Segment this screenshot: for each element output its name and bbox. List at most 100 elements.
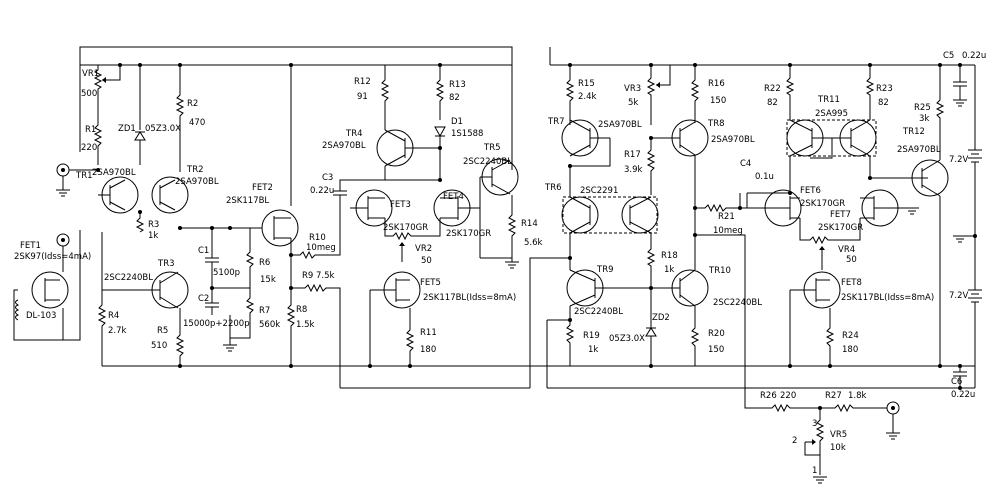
vr1-label: VR1: [82, 69, 99, 79]
fet6-icon: [764, 189, 802, 227]
tr1-type: 2SA970BL: [92, 168, 136, 178]
tr2-transistor-icon: [151, 176, 189, 214]
fet2-type: 2SK117BL: [226, 196, 269, 206]
ground-icon: [813, 476, 827, 484]
dl103-label: DL-103: [26, 311, 56, 321]
power-supply: C5 0.22u 7.2V 7.2V C6 0.22u: [943, 51, 986, 400]
r1-label: R1: [85, 125, 96, 135]
vr2-label: VR2: [415, 244, 432, 254]
c6-value: 0.22u: [951, 390, 975, 400]
r4-label: R4: [108, 311, 119, 321]
tr11-label: TR11: [817, 95, 840, 105]
r2-label: R2: [187, 99, 198, 109]
tr6-label: TR6: [544, 183, 562, 193]
r13-value: 82: [449, 93, 460, 103]
r12-value: 91: [357, 92, 368, 102]
r11-label: R11: [420, 328, 437, 338]
c3-label: C3: [322, 173, 333, 183]
riaa-network: FET2 2SK117BL C1 5100p C2 15000p+2200p R…: [180, 65, 341, 388]
c4-label: C4: [740, 159, 751, 169]
ground-icon: [953, 235, 967, 243]
r9-value: 7.5k: [316, 271, 335, 281]
fet1-label: FET1: [20, 241, 41, 251]
diff-pair-right: R22 82 R23 82 TR11 2SA995 FET6 2SK170GR: [764, 65, 949, 366]
d1-label: D1: [451, 117, 463, 127]
r15-label: R15: [578, 79, 595, 89]
r14-value: 5.6k: [524, 238, 543, 248]
c2-label: C2: [198, 294, 209, 304]
r27-label: R27: [825, 391, 842, 401]
c3-value: 0.22u: [310, 186, 334, 196]
r23-value: 82: [878, 98, 889, 108]
tr2-type: 2SA970BL: [175, 177, 219, 187]
vr5-pin2: 2: [792, 436, 797, 446]
fet4-label: FET4: [443, 192, 464, 202]
supply-rails: [79, 46, 975, 389]
c1-label: C1: [198, 246, 209, 256]
tr12-label: TR12: [902, 127, 925, 137]
fet6-type: 2SK170GR: [800, 199, 845, 209]
vr2-value: 50: [421, 256, 432, 266]
c2-value: 15000p+2200p: [183, 319, 250, 329]
tr10-type: 2SC2240BL: [713, 298, 762, 308]
zd2-value: 05Z3.0X: [609, 334, 645, 344]
r23-label: R23: [876, 84, 893, 94]
fet5-type: 2SK117BL(Idss=8mA): [423, 293, 516, 303]
r11-value: 180: [420, 345, 436, 355]
c6-label: C6: [951, 377, 962, 387]
fet8-label: FET8: [841, 278, 862, 288]
tr8-label: TR8: [707, 119, 725, 129]
r1-value: 220: [81, 143, 97, 153]
junction-dots: [96, 63, 977, 410]
r21-label: R21: [718, 212, 735, 222]
r10-value: 10meg: [306, 243, 336, 253]
r12-label: R12: [354, 77, 371, 87]
fet7-label: FET7: [830, 210, 851, 220]
r20-value: 150: [708, 345, 724, 355]
r5-label: R5: [157, 326, 168, 336]
ground-icon: [505, 261, 519, 269]
tr1-label: TR1: [75, 171, 93, 181]
vr5-pin3: 3: [812, 419, 817, 429]
r21-value: 10meg: [713, 226, 743, 236]
tr11-type: 2SA995: [815, 109, 848, 119]
r22-value: 82: [767, 98, 778, 108]
r20-label: R20: [708, 329, 725, 339]
diff-pair-left: R12 91 R13 82 D1 1S1588 TR4 2SA970BL C3 …: [310, 65, 543, 366]
vr3-label: VR3: [624, 84, 641, 94]
bat1-label: 7.2V: [949, 155, 969, 165]
r16-value: 150: [710, 96, 726, 106]
r5-value: 510: [151, 341, 167, 351]
r16-label: R16: [708, 79, 725, 89]
c5-value: 0.22u: [962, 51, 986, 61]
fet5-label: FET5: [420, 278, 441, 288]
tr4-label: TR4: [345, 129, 363, 139]
fet8-type: 2SK117BL(Idss=8mA): [841, 293, 934, 303]
c5-label: C5: [943, 51, 954, 61]
r9-label: R9: [302, 271, 313, 281]
r4-value: 2.7k: [108, 326, 127, 336]
r15-value: 2.4k: [578, 92, 597, 102]
output-network: R26 220 R27 1.8k VR5 10k 3 2 1: [758, 391, 900, 484]
r7-value: 560k: [259, 320, 280, 330]
fet1-icon: [31, 271, 69, 309]
tr12-type: 2SA970BL: [897, 145, 941, 155]
zd1-value: 05Z3.0X: [145, 124, 181, 134]
vr3-value: 5k: [628, 98, 638, 108]
ground-icon: [223, 344, 237, 352]
fet1-type: 2SK97(Idss=4mA): [14, 252, 91, 262]
tr5-type: 2SC2240BL: [463, 157, 512, 167]
ground-icon: [953, 99, 967, 107]
r14-label: R14: [521, 219, 538, 229]
tr5-label: TR5: [483, 143, 501, 153]
r8-label: R8: [296, 305, 307, 315]
middle-stage: R15 2.4k VR3 5k R16 150 TR7 2SA970BL TR8…: [529, 65, 790, 409]
r6-value: 15k: [260, 275, 276, 285]
r19-value: 1k: [588, 345, 598, 355]
zd2-label: ZD2: [652, 313, 670, 323]
tr7-label: TR7: [547, 117, 565, 127]
tr7-type: 2SA970BL: [598, 120, 642, 130]
d1-value: 1S1588: [451, 129, 483, 139]
bat2-label: 7.2V: [949, 291, 969, 301]
